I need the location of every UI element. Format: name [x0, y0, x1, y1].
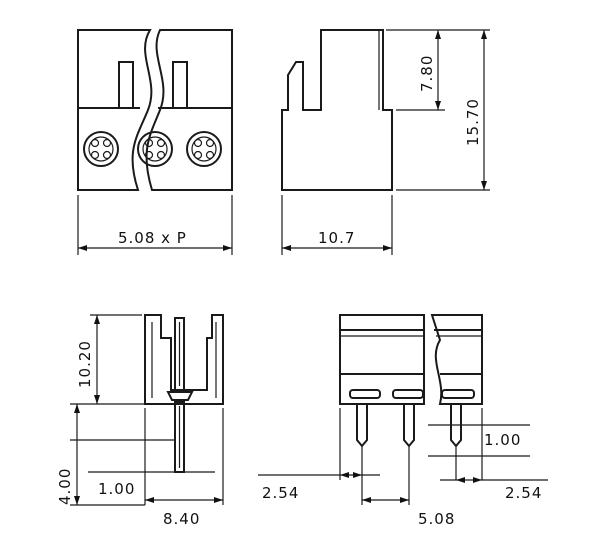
- dim-header-height: 10.20: [76, 340, 94, 388]
- header-pin-3: [450, 403, 462, 448]
- dim-pin-gap: 1.00: [484, 431, 521, 449]
- header-front-view: 1.00 2.54 2.54 5.08: [258, 314, 548, 528]
- wire-slot-2: [172, 61, 188, 109]
- dim-pin-offset: 1.00: [98, 480, 135, 498]
- dim-left-offset: 2.54: [262, 484, 299, 502]
- screw-3: [186, 131, 222, 167]
- front-view: 5.08 x P: [77, 29, 233, 255]
- dim-upper-height: 7.80: [418, 55, 436, 92]
- header-slot-2: [392, 389, 424, 399]
- dim-header-width: 8.40: [163, 510, 200, 528]
- dim-pin-height: 4.00: [56, 468, 74, 505]
- wire-slot-1: [118, 61, 134, 109]
- dim-depth-width: 10.7: [318, 229, 355, 247]
- dim-right-offset: 2.54: [505, 484, 542, 502]
- screw-1: [83, 131, 119, 167]
- header-pin-upper: [174, 317, 185, 391]
- header-side-view: 10.20 4.00 1.00 8.40: [56, 314, 224, 528]
- dim-pin-spacing: 5.08: [418, 510, 455, 528]
- dim-total-height: 15.70: [464, 98, 482, 146]
- header-pin-2: [403, 403, 415, 448]
- screw-2: [137, 131, 173, 167]
- header-slot-1: [349, 389, 381, 399]
- side-view: 7.80 15.70 10.7: [281, 29, 490, 255]
- dim-pitch-width: 5.08 x P: [118, 229, 187, 247]
- header-slot-3: [441, 389, 475, 399]
- header-pin-1: [356, 403, 368, 448]
